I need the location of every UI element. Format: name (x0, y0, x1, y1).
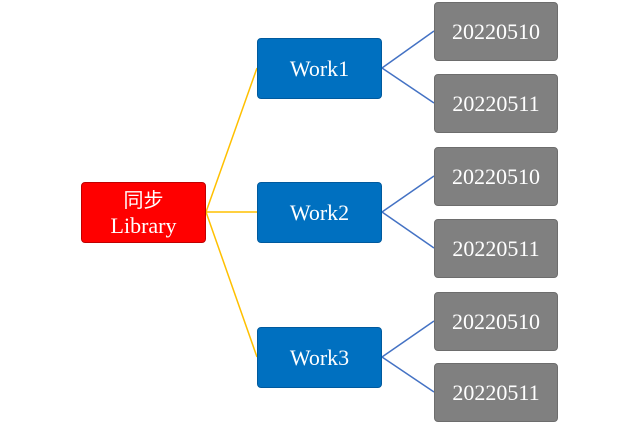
work-node-label: Work2 (289, 199, 350, 225)
date-node-work2-2: 20220511 (434, 219, 558, 278)
connector-work1-date1 (381, 30, 435, 69)
date-node-label: 20220511 (452, 379, 540, 405)
connector-root-work3 (205, 211, 258, 358)
connector-root-work1 (205, 67, 258, 213)
root-node-title: 同步 (123, 187, 164, 212)
connector-work3-date2 (381, 356, 435, 393)
date-node-label: 20220510 (452, 18, 540, 44)
connector-work3-date1 (381, 320, 435, 358)
date-node-label: 20220511 (452, 90, 540, 116)
date-node-label: 20220511 (452, 235, 540, 261)
work-node-3: Work3 (257, 327, 382, 388)
date-node-label: 20220510 (452, 308, 540, 334)
work-node-1: Work1 (257, 38, 382, 99)
date-node-label: 20220510 (452, 163, 540, 189)
root-node-subtitle: Library (110, 212, 177, 238)
connector-work2-date1 (381, 175, 435, 213)
date-node-work1-1: 20220510 (434, 2, 558, 61)
work-node-label: Work3 (289, 344, 350, 370)
connector-work1-date2 (381, 67, 435, 104)
date-node-work3-1: 20220510 (434, 292, 558, 351)
connector-work2-date2 (381, 211, 435, 249)
date-node-work3-2: 20220511 (434, 363, 558, 422)
root-node: 同步 Library (81, 182, 206, 243)
work-node-label: Work1 (289, 55, 350, 81)
work-node-2: Work2 (257, 182, 382, 243)
date-node-work1-2: 20220511 (434, 74, 558, 133)
date-node-work2-1: 20220510 (434, 147, 558, 206)
